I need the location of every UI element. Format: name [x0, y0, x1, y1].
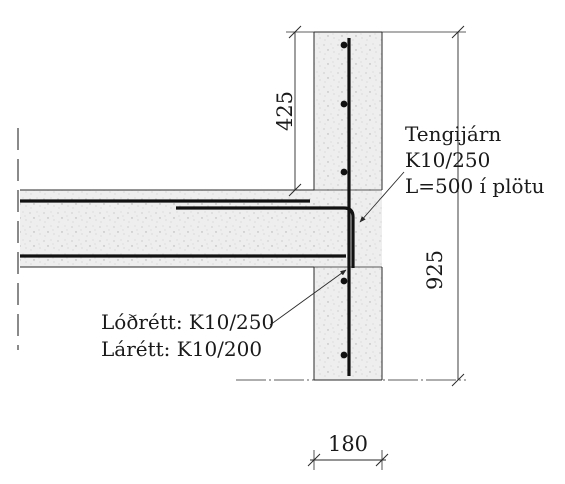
dim-925-tick-top [451, 25, 465, 39]
connector-leader [359, 171, 405, 223]
wall-horizontal-rebar-dot [340, 41, 348, 49]
wall-vertical-rebar-label: Lóðrétt: K10/250 [101, 310, 274, 334]
connector-rebar [176, 206, 355, 268]
dim-425-tick-top [288, 25, 302, 39]
wall-horizontal-rebar-dot [340, 168, 348, 176]
dim-180-label: 180 [328, 432, 368, 456]
wall-horizontal-rebar-dot [340, 100, 348, 108]
dim-925-tick-bottom [451, 373, 465, 387]
connector-label-spacing: K10/250 [405, 148, 490, 172]
connector-label-name: Tengijárn [405, 122, 501, 146]
dim-425-label: 425 [273, 91, 297, 131]
dim-925-label: 925 [423, 250, 447, 290]
dim-425-tick-bottom [288, 183, 302, 197]
wall-rebar-leader [269, 269, 347, 326]
wall-horizontal-rebar-dot [340, 277, 348, 285]
connector-label-length: L=500 í plötu [405, 174, 545, 198]
wall-horizontal-rebar-label: Lárétt: K10/200 [101, 337, 262, 361]
dim-180-tick-left [307, 453, 321, 467]
wall-horizontal-rebar-dot [340, 351, 348, 359]
dim-180-tick-right [375, 453, 389, 467]
slab-concrete [20, 190, 314, 267]
